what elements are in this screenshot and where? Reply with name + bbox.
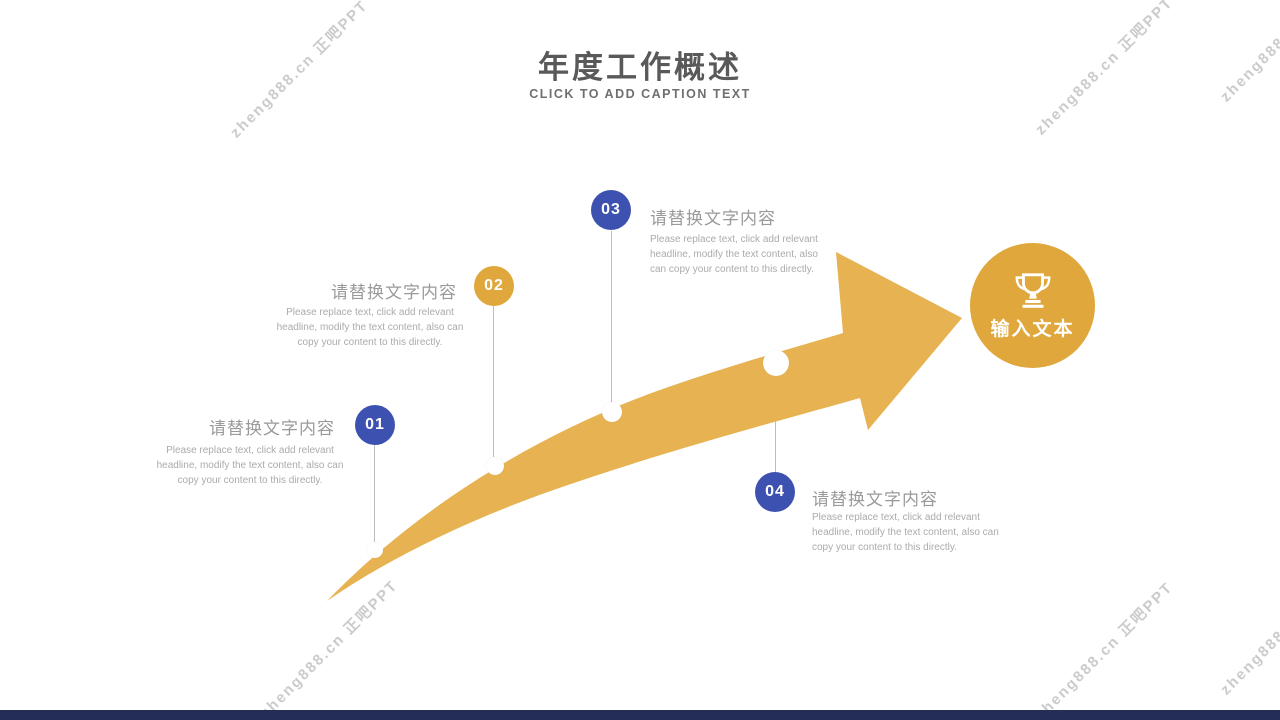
arrow-dot-01 [367,542,383,558]
milestone-01-badge[interactable]: 01 [355,405,395,445]
arrow-dot-02 [486,457,504,475]
milestone-01-heading[interactable]: 请替换文字内容 [209,419,335,438]
goal-circle[interactable]: 输入文本 [970,243,1095,368]
milestone-01-body[interactable]: Please replace text, click add relevant … [156,445,344,486]
milestone-03-badge[interactable]: 03 [591,190,631,230]
goal-label[interactable]: 输入文本 [990,319,1075,340]
connector-line-01 [374,445,375,542]
connector-line-04 [775,376,776,473]
milestone-03-heading[interactable]: 请替换文字内容 [650,209,776,228]
connector-line-03 [611,231,612,402]
arrow-dot-03 [602,402,622,422]
caption-placeholder[interactable]: CLICK TO ADD CAPTION TEXT [529,87,751,101]
footer-bar [0,710,1280,720]
connector-line-02 [493,306,494,457]
milestone-04-heading[interactable]: 请替换文字内容 [812,490,938,509]
arrow-dot-04 [763,350,789,376]
milestone-03-body[interactable]: Please replace text, click add relevant … [650,234,818,275]
milestone-02-heading[interactable]: 请替换文字内容 [331,283,457,302]
milestone-04-body[interactable]: Please replace text, click add relevant … [812,512,999,553]
page-title[interactable]: 年度工作概述 [538,50,742,85]
milestone-02-badge[interactable]: 02 [474,266,514,306]
milestone-02-body[interactable]: Please replace text, click add relevant … [276,307,464,348]
milestone-04-badge[interactable]: 04 [755,472,795,512]
trophy-icon [1010,270,1056,310]
